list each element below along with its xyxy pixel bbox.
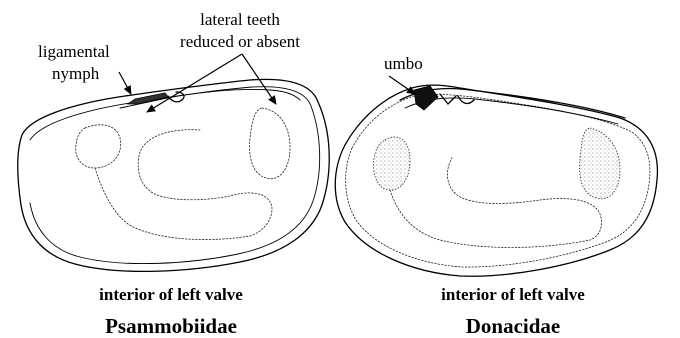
- donacidae-anterior-adductor-scar: [374, 137, 410, 190]
- donacidae-family-name: Donacidae: [466, 314, 561, 338]
- psammobiidae-anterior-adductor-scar: [76, 125, 121, 168]
- psammobiidae-pallial-line: [95, 130, 272, 240]
- psammobiidae-caption: interior of left valve: [99, 285, 243, 304]
- donacidae-hinge-line-inner: [405, 98, 618, 124]
- lateral-teeth-label-line1: lateral teeth: [200, 10, 280, 29]
- psammobiidae-shell-drawing: [18, 79, 329, 271]
- donacidae-pallial-line: [390, 158, 602, 248]
- donacidae-caption: interior of left valve: [441, 285, 585, 304]
- donacidae-posterior-adductor-scar: [580, 128, 620, 199]
- donacidae-shell-drawing: [335, 85, 657, 276]
- ligamental-nymph-arrow: [119, 72, 131, 94]
- lateral-teeth-label-line2: reduced or absent: [180, 32, 300, 51]
- ligamental-nymph-label-line2: nymph: [52, 64, 100, 83]
- psammobiidae-inner-margin: [30, 87, 320, 264]
- psammobiidae-family-name: Psammobiidae: [105, 314, 237, 338]
- psammobiidae-valve-outline: [18, 79, 329, 271]
- umbo-label: umbo: [384, 54, 423, 73]
- ligamental-nymph-label-line1: ligamental: [38, 42, 110, 61]
- psammobiidae-posterior-adductor-scar: [250, 108, 290, 179]
